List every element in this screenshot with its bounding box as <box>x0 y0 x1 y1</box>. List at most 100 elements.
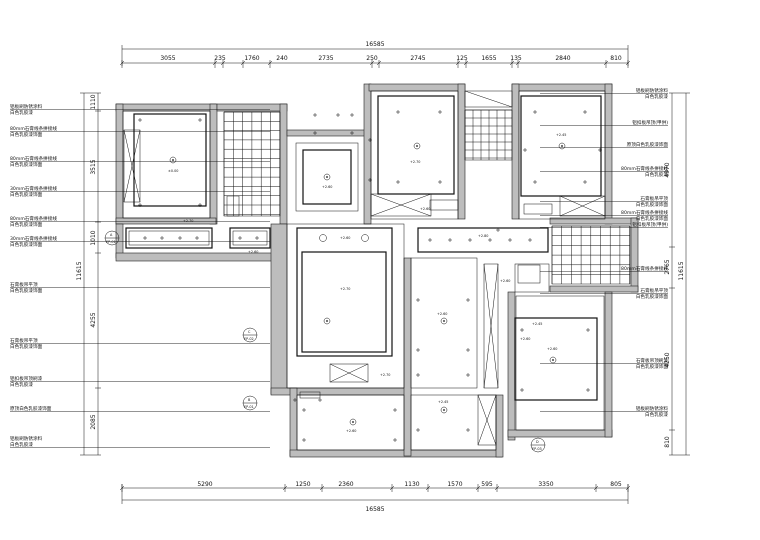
spot-light-icon <box>368 178 372 182</box>
spot-light-icon <box>438 180 442 184</box>
height-label: +2.60 <box>520 337 530 341</box>
height-label: +2.60 <box>248 250 258 254</box>
light-fixture <box>440 317 448 325</box>
left-note-14: 白色乳胶漆饰面 <box>10 287 43 294</box>
right-note-7: 石膏板吊平顶 <box>640 195 668 202</box>
spot-light-icon <box>302 408 306 412</box>
height-label: +2.45 <box>532 322 542 326</box>
elevation-marker-a: A EP-01 <box>104 230 120 246</box>
marker-letter: A <box>110 233 113 237</box>
spot-light-icon <box>393 408 397 412</box>
right-note-11: 铝扣板吊顶(甲供) <box>632 221 668 228</box>
bottom-dim-5: 1570 <box>447 481 462 488</box>
right-note-16: 白色乳胶漆饰面 <box>636 363 669 370</box>
light-fixtures <box>169 142 566 426</box>
top-dim-11: 2840 <box>555 55 570 62</box>
spot-light-icon <box>523 148 527 152</box>
left-dim-4: 4255 <box>90 312 97 327</box>
spot-light-icon <box>598 148 602 152</box>
downlight <box>361 234 369 242</box>
light-fixture <box>558 142 566 150</box>
left-dim-1: 1110 <box>90 94 97 109</box>
left-note-3: 80mm石膏线条拼接线 <box>10 125 57 132</box>
top-dim-9: 1655 <box>481 55 496 62</box>
marker-code: EP-03 <box>532 447 542 451</box>
spot-light-icon <box>508 238 512 242</box>
right-note-8: 白色乳胶漆饰面 <box>636 201 669 208</box>
right-dim-1: 4970 <box>664 162 671 177</box>
right-note-17: 铝板刷防锈涂料 <box>636 405 669 412</box>
light-fixture <box>323 173 331 181</box>
spot-light-icon <box>586 388 590 392</box>
light-fixture <box>349 418 357 426</box>
bottom-dim-7: 3350 <box>538 481 553 488</box>
marker-code: EP-01 <box>244 405 254 409</box>
elevation-marker-d: D EP-03 <box>530 437 546 453</box>
spot-light-icon <box>428 238 432 242</box>
right-note-6: 白色乳胶漆 <box>645 171 668 178</box>
top-dim-1: 3055 <box>160 55 175 62</box>
spot-light-icon <box>448 238 452 242</box>
top-dim-5: 2735 <box>318 55 333 62</box>
spot-lights <box>138 110 602 442</box>
spot-light-icon <box>416 298 420 302</box>
height-label: +2.45 <box>438 400 448 404</box>
spot-light-icon <box>143 236 147 240</box>
spot-light-icon <box>350 131 354 135</box>
spot-light-icon <box>318 398 322 402</box>
spot-light-icon <box>533 180 537 184</box>
left-note-19: 原顶白色乳胶漆饰面 <box>10 405 52 412</box>
height-label: +2.70 <box>410 160 420 164</box>
left-note-8: 白色乳胶漆饰面 <box>10 191 43 198</box>
height-label: +2.45 <box>556 133 566 137</box>
spot-light-icon <box>336 113 340 117</box>
bottom-dim-6: 595 <box>481 481 493 488</box>
left-note-2: 白色乳胶漆 <box>10 109 33 116</box>
left-note-6: 白色乳胶漆饰面 <box>10 161 43 168</box>
spot-light-icon <box>468 238 472 242</box>
spot-light-icon <box>466 348 470 352</box>
left-note-17: 铝扣板吊顶刷漆 <box>10 375 43 382</box>
spot-light-icon <box>198 203 202 207</box>
spot-light-icon <box>160 236 164 240</box>
left-note-1: 铝板刷防锈涂料 <box>10 103 43 110</box>
height-label: +2.80 <box>478 234 488 238</box>
spot-light-icon <box>583 110 587 114</box>
top-dim-6: 250 <box>366 55 378 62</box>
spot-light-icon <box>313 131 317 135</box>
top-dim-4: 240 <box>276 55 288 62</box>
right-note-14: 白色乳胶漆饰面 <box>636 293 669 300</box>
marker-letter: D <box>536 440 539 444</box>
height-label: +2.60 <box>322 185 332 189</box>
bottom-total-dimension: 16585 <box>365 506 384 513</box>
right-dim-3: 4250 <box>664 352 671 367</box>
right-note-12: 80mm石膏线条拼接线 <box>621 265 668 272</box>
spot-light-icon <box>393 438 397 442</box>
spot-light-icon <box>533 110 537 114</box>
marker-letter: B <box>248 398 251 402</box>
spot-light-icon <box>583 180 587 184</box>
left-note-13: 石膏板吊平顶 <box>10 281 38 288</box>
spot-light-icon <box>396 180 400 184</box>
left-note-11: 30mm石膏线条拼接线 <box>10 235 57 242</box>
top-dim-8: 125 <box>456 55 468 62</box>
left-note-16: 白色乳胶漆饰面 <box>10 343 43 350</box>
top-dimension-chain: 16585 3055 235 1760 240 2735 250 2745 12… <box>119 41 631 68</box>
spot-light-icon <box>438 110 442 114</box>
left-note-7: 30mm石膏线条拼接线 <box>10 185 57 192</box>
left-note-9: 80mm石膏线条拼接线 <box>10 215 57 222</box>
height-label: +2.60 <box>547 347 557 351</box>
height-label: +2.70 <box>380 373 390 377</box>
top-dim-2: 235 <box>214 55 226 62</box>
spot-light-icon <box>195 236 199 240</box>
right-dim-4: 810 <box>664 436 671 448</box>
spot-light-icon <box>350 113 354 117</box>
left-note-21: 白色乳胶漆 <box>10 441 33 448</box>
right-note-15: 石膏板吊顶刷漆 <box>636 357 669 364</box>
spot-light-icon <box>138 203 142 207</box>
bottom-dim-8: 805 <box>610 481 622 488</box>
bottom-dimension-chain: 5290 1250 2360 1130 1570 595 3350 805 16… <box>119 481 631 513</box>
walls <box>115 83 639 458</box>
